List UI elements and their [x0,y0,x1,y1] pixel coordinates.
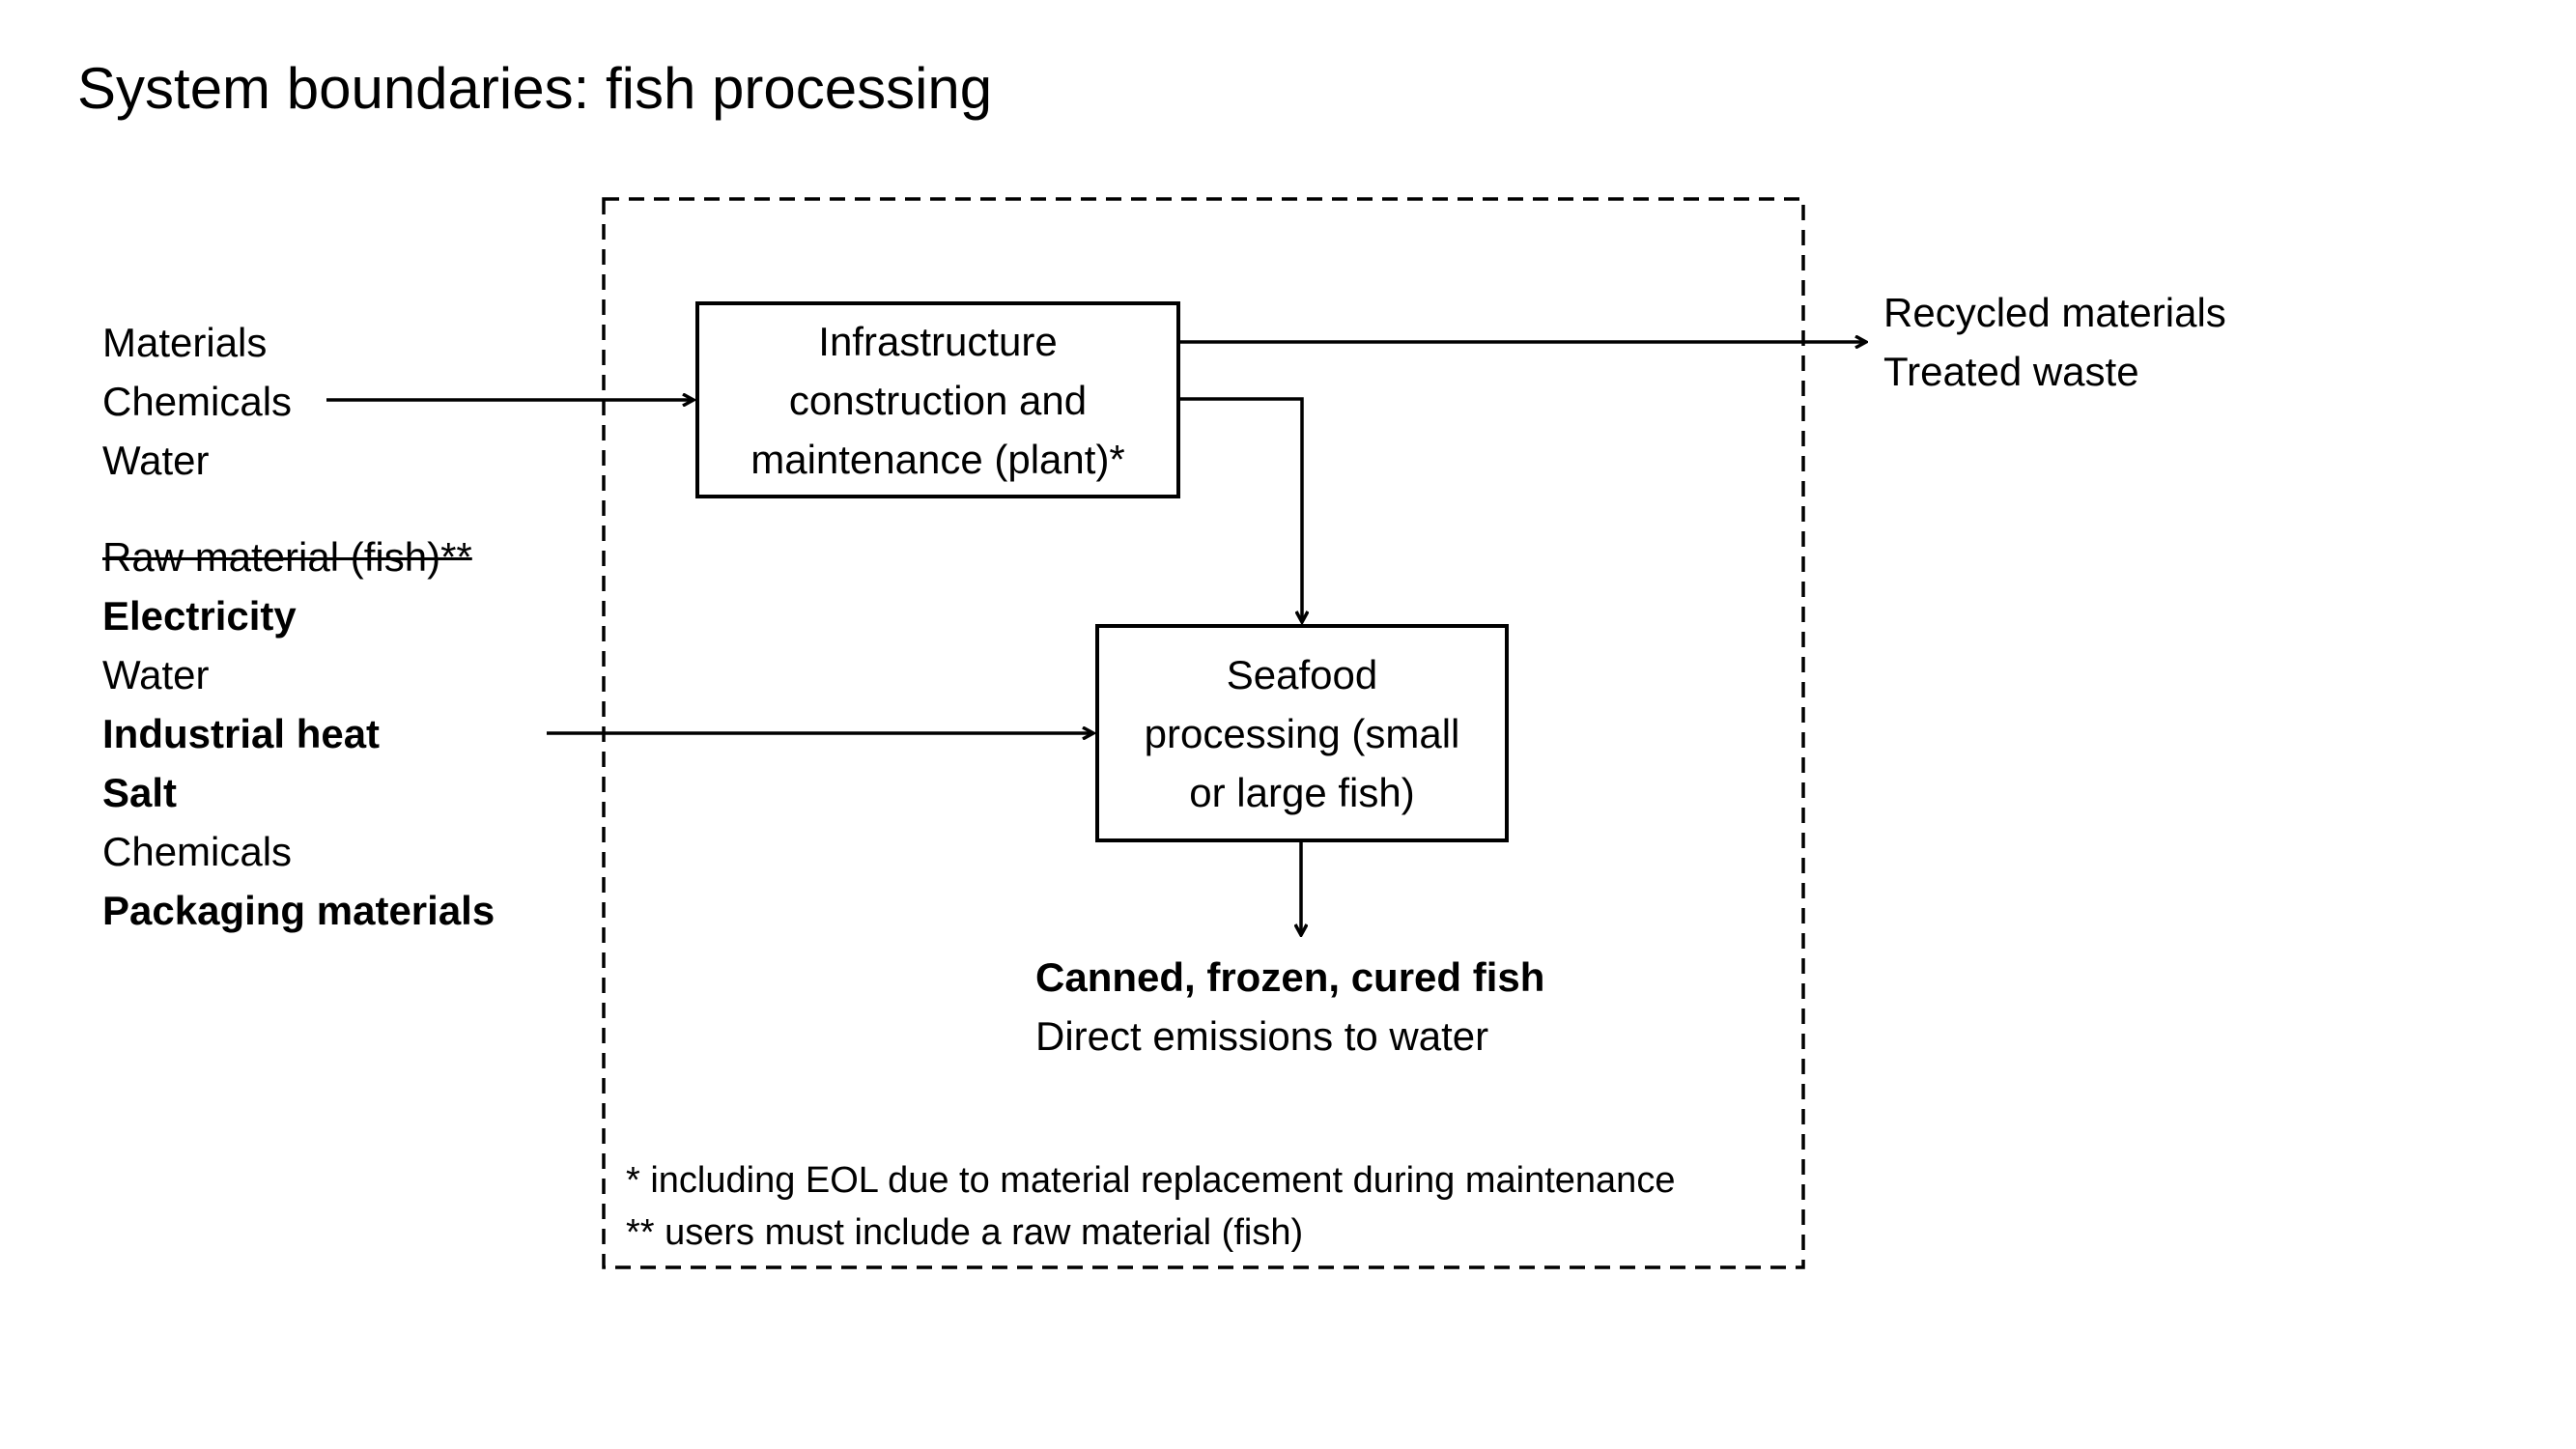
input-packaging-materials: Packaging materials [102,888,495,933]
processing-outputs-list: Canned, frozen, cured fish Direct emissi… [1035,948,1544,1065]
input-salt: Salt [102,770,178,815]
seafood-line-2: processing (small [1144,710,1460,756]
page-title: System boundaries: fish processing [77,56,993,121]
seafood-line-3: or large fish) [1189,769,1415,815]
infrastructure-outputs-list: Recycled materials Treated waste [1883,283,2226,401]
arrow-infrastructure-to-seafood [1178,397,1302,622]
output-direct-emissions: Direct emissions to water [1035,1013,1489,1059]
infrastructure-process-box: Infrastructure construction and maintena… [695,301,1180,498]
output-recycled-materials: Recycled materials [1883,290,2226,335]
infrastructure-line-2: construction and [788,377,1088,423]
input-raw-material-struck: Raw material (fish)** [102,534,472,580]
infrastructure-inputs-list: Materials Chemicals Water [102,313,292,490]
footnote-2: ** users must include a raw material (fi… [626,1212,1304,1253]
infrastructure-line-1: Infrastructure [818,318,1058,364]
input-industrial-heat: Industrial heat [102,711,381,756]
input-chemicals: Chemicals [102,829,293,874]
seafood-process-box: Seafood processing (small or large fish) [1095,624,1509,842]
input-water: Water [102,652,210,697]
input-materials: Materials [102,320,268,365]
input-chemicals: Chemicals [102,379,293,424]
output-fish-products: Canned, frozen, cured fish [1035,954,1545,1000]
processing-inputs-list: Raw material (fish)** Electricity Water … [102,527,495,940]
input-water: Water [102,438,210,483]
input-electricity: Electricity [102,593,297,639]
seafood-line-1: Seafood [1226,651,1378,697]
footnote-1: * including EOL due to material replacem… [626,1160,1676,1201]
infrastructure-line-3: maintenance (plant)* [750,436,1125,482]
output-treated-waste: Treated waste [1883,349,2139,394]
